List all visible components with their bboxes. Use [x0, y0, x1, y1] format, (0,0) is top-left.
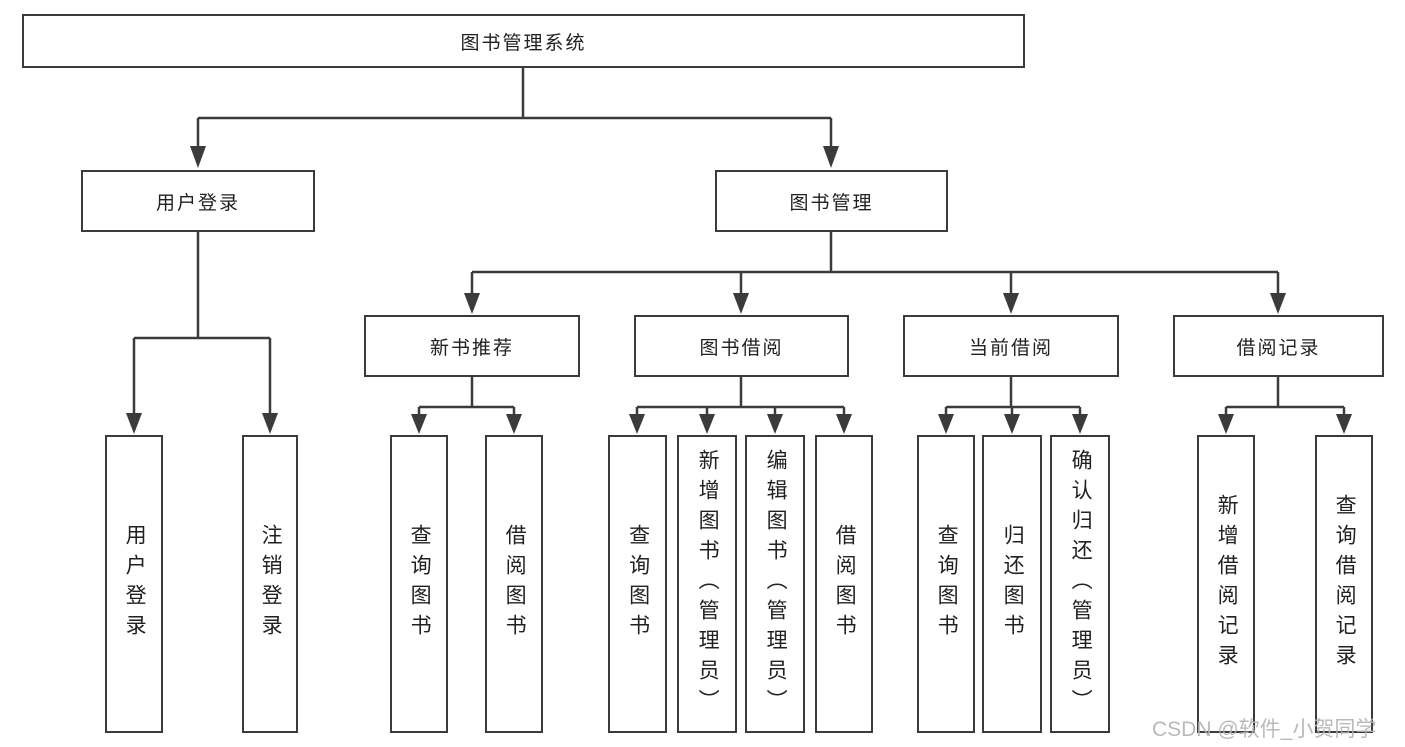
connector-new-book-recommend-to-leaves — [411, 377, 522, 434]
node-library-management-system: 图书管理系统 — [22, 14, 1025, 68]
leaf-add-books-admin: 新增图书（管理员） — [677, 435, 737, 733]
node-user-login: 用户登录 — [81, 170, 315, 232]
node-new-book-recommend: 新书推荐 — [364, 315, 580, 377]
leaf-confirm-return-admin: 确认归还（管理员） — [1050, 435, 1110, 733]
leaf-label: 借阅图书 — [503, 524, 527, 644]
leaf-query-borrow-record: 查询借阅记录 — [1315, 435, 1373, 733]
node-label: 用户登录 — [155, 192, 240, 214]
leaf-label: 新增借阅记录 — [1215, 494, 1239, 674]
leaf-query-books-recommend: 查询图书 — [390, 435, 448, 733]
connector-user-login-to-leaves — [126, 232, 278, 434]
leaf-user-login: 用户登录 — [105, 435, 163, 733]
node-label: 图书管理 — [789, 192, 874, 214]
node-book-borrowing: 图书借阅 — [634, 315, 849, 377]
csdn-watermark: CSDN @软件_小贺同学 — [1152, 718, 1377, 741]
leaf-label: 新增图书（管理员） — [696, 449, 720, 719]
node-current-borrowing: 当前借阅 — [903, 315, 1119, 377]
leaf-label: 查询图书 — [626, 524, 650, 644]
connector-root-to-level2 — [190, 68, 839, 168]
leaf-query-books-borrowing: 查询图书 — [608, 435, 667, 733]
leaf-label: 归还图书 — [1001, 524, 1025, 644]
leaf-edit-books-admin: 编辑图书（管理员） — [745, 435, 805, 733]
leaf-borrow-books-borrowing: 借阅图书 — [815, 435, 873, 733]
connector-borrowing-records-to-leaves — [1218, 377, 1352, 434]
node-borrowing-records: 借阅记录 — [1173, 315, 1384, 377]
leaf-label: 注销登录 — [259, 524, 283, 644]
node-book-management: 图书管理 — [715, 170, 948, 232]
leaf-label: 查询借阅记录 — [1333, 494, 1357, 674]
node-label: 新书推荐 — [429, 337, 514, 359]
leaf-label: 编辑图书（管理员） — [764, 449, 788, 719]
leaf-label: 用户登录 — [123, 524, 147, 644]
leaf-label: 借阅图书 — [833, 524, 857, 644]
connector-current-borrowing-to-leaves — [938, 377, 1088, 434]
leaf-label: 查询图书 — [935, 524, 959, 644]
leaf-label: 查询图书 — [408, 524, 432, 644]
leaf-label: 确认归还（管理员） — [1069, 449, 1093, 719]
node-label: 图书借阅 — [699, 337, 784, 359]
leaf-return-books: 归还图书 — [982, 435, 1042, 733]
leaf-logout: 注销登录 — [242, 435, 298, 733]
node-label: 借阅记录 — [1236, 337, 1321, 359]
leaf-add-borrow-record: 新增借阅记录 — [1197, 435, 1255, 733]
node-label: 当前借阅 — [968, 337, 1053, 359]
leaf-query-books-current: 查询图书 — [917, 435, 975, 733]
connector-book-management-to-groups — [464, 232, 1286, 314]
leaf-borrow-books-recommend: 借阅图书 — [485, 435, 543, 733]
node-label: 图书管理系统 — [460, 32, 587, 54]
connector-book-borrowing-to-leaves — [629, 377, 852, 434]
